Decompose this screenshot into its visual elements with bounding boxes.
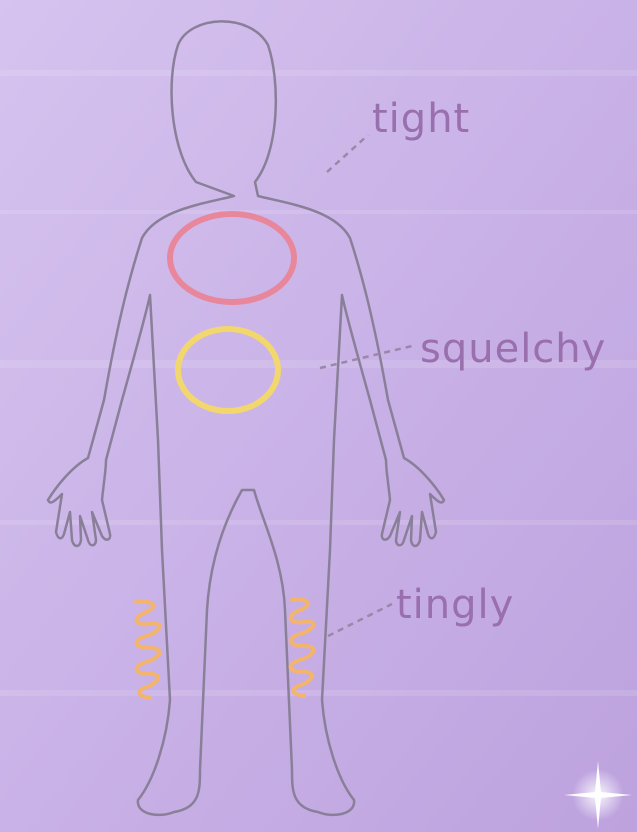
label-squelchy: squelchy <box>420 326 606 372</box>
label-tight: tight <box>372 96 470 142</box>
label-tingly: tingly <box>396 582 514 628</box>
